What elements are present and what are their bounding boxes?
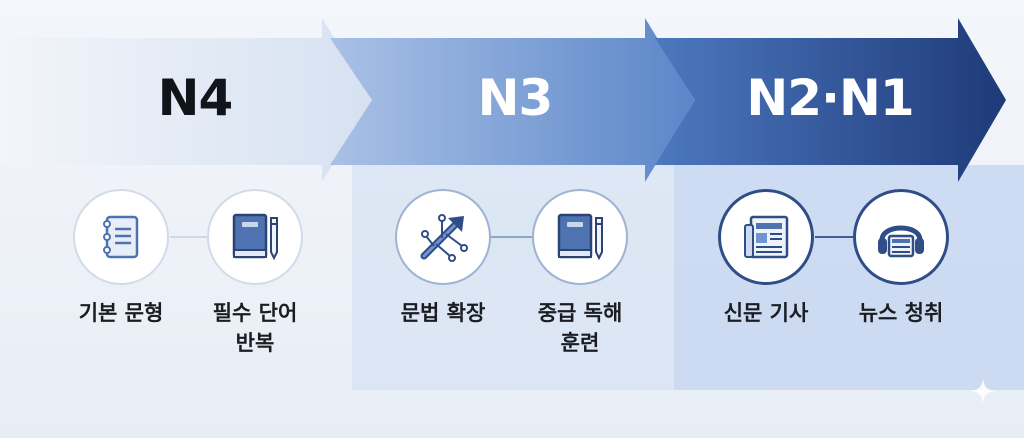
stage-2-panel <box>352 165 674 390</box>
reading-training-label: 중급 독해 훈련 <box>537 301 623 355</box>
stage-2-title: N3 <box>477 69 554 127</box>
stage-3-title: N2·N1 <box>746 69 914 127</box>
sparkle-icon <box>970 378 996 404</box>
notebook-icon <box>103 215 139 259</box>
stage-1-connector <box>170 236 210 238</box>
stage-2-connector <box>490 236 540 238</box>
newspaper-icon <box>744 215 789 259</box>
vocab-repeat-node <box>207 189 303 285</box>
headphones-icon <box>878 225 924 258</box>
reading-training-node <box>532 189 628 285</box>
stage-2-arrow <box>330 18 695 182</box>
stage-3-connector <box>815 236 855 238</box>
news-listening-label: 뉴스 청취 <box>858 301 944 325</box>
grammar-expansion-label: 문법 확장 <box>400 301 486 325</box>
newspaper-node <box>718 189 814 285</box>
grammar-expansion-node <box>395 189 491 285</box>
stage-1-arrow <box>0 18 372 182</box>
vocab-repeat-label: 필수 단어 반복 <box>212 301 298 355</box>
stage-1-title: N4 <box>157 69 234 127</box>
basic-patterns-node <box>73 189 169 285</box>
newspaper-label: 신문 기사 <box>723 301 809 325</box>
book-pencil-icon <box>232 213 278 261</box>
book-pencil-icon <box>557 213 603 261</box>
basic-patterns-label: 기본 문형 <box>78 301 164 325</box>
stage-arrows <box>0 18 1006 182</box>
news-listening-node <box>853 189 949 285</box>
stage-3-arrow <box>655 18 1006 182</box>
branching-arrow-icon <box>420 214 468 262</box>
